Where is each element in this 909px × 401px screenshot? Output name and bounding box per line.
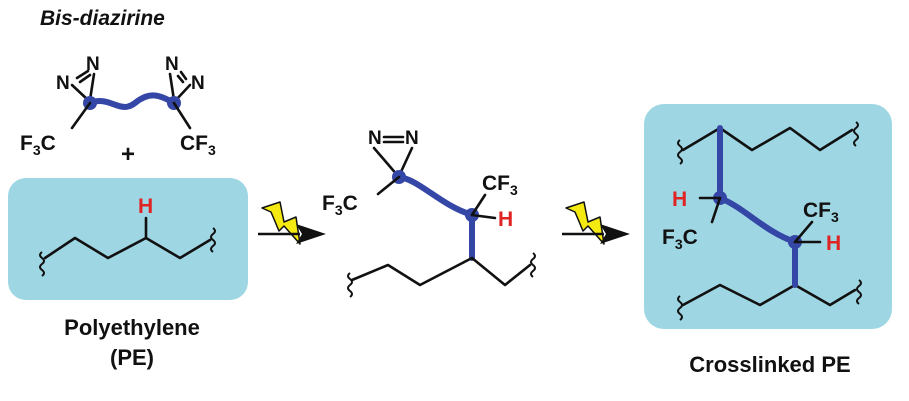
nitrogen-label: N: [368, 128, 382, 149]
nitrogen-label: N: [165, 54, 179, 75]
cf3-label-left: F3C: [322, 192, 358, 218]
diazirine-ring-right: N N: [165, 54, 205, 102]
diazirine-ring-intermediate: N N: [368, 128, 419, 178]
chain-break-icon: [853, 121, 859, 147]
chain-break-icon: [530, 252, 536, 278]
chain-break-icon: [347, 272, 353, 298]
linker-chain: [396, 174, 475, 261]
chain-break-icon: [856, 279, 862, 305]
hydrogen-label: H: [826, 232, 841, 255]
cf3-label-right: CF3: [180, 132, 216, 158]
cf3-label-right: CF3: [803, 199, 839, 225]
activation-arrow-1: [258, 201, 326, 245]
chain-break-icon: [210, 227, 216, 253]
pe-chain: [43, 236, 212, 260]
crosslinked-pe-label: Crosslinked PE: [689, 352, 850, 377]
chain-break-icon: [677, 139, 683, 165]
plus-sign: +: [121, 141, 135, 168]
cf3-label-left: F3C: [662, 226, 698, 252]
polyethylene-abbrev: (PE): [110, 345, 154, 370]
lightning-icon: [565, 201, 605, 245]
arrow-right-icon: [600, 224, 630, 244]
nitrogen-label: N: [86, 54, 100, 75]
lightning-icon: [261, 201, 301, 245]
diazirine-ring-left: N N: [56, 54, 100, 102]
chain-break-icon: [39, 251, 45, 277]
hydrogen-label: H: [138, 195, 153, 218]
nitrogen-label: N: [405, 128, 419, 149]
cf3-label-right: CF3: [482, 172, 518, 198]
nitrogen-label: N: [56, 73, 70, 94]
pe-chain: [350, 256, 532, 287]
pe-chain-lower: [681, 283, 857, 307]
polyethylene-panel: [8, 178, 248, 300]
activation-arrow-2: [562, 201, 630, 245]
crosslinked-panel: [644, 104, 892, 329]
bis-diazirine-title: Bis-diazirine: [40, 7, 165, 30]
nitrogen-label: N: [191, 73, 205, 94]
cf3-label-left: F3C: [20, 132, 56, 158]
hydrogen-label: H: [498, 208, 513, 231]
chain-break-icon: [677, 295, 683, 321]
arrow-right-icon: [296, 224, 326, 244]
pe-chain-upper: [681, 126, 854, 152]
linker-chain: [87, 92, 177, 110]
polyethylene-label: Polyethylene: [64, 315, 200, 340]
hydrogen-label: H: [672, 188, 687, 211]
